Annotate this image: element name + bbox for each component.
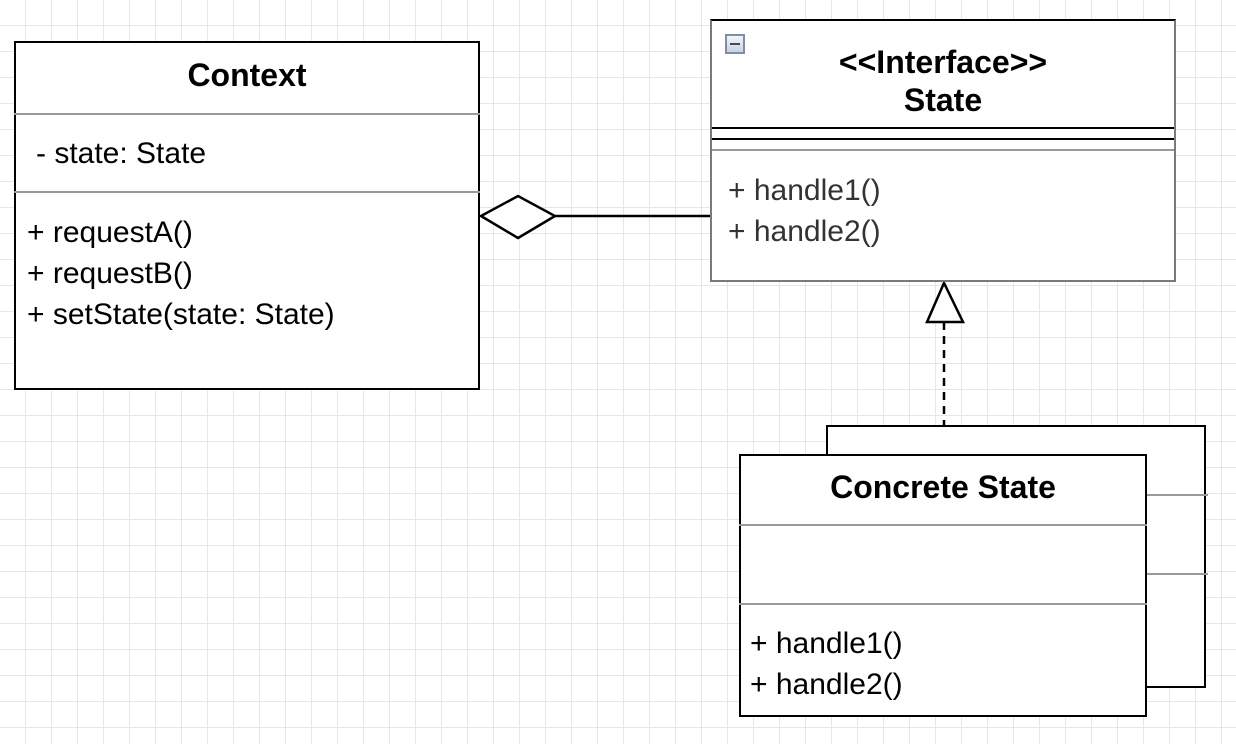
concrete-state-methods-divider (739, 603, 1147, 605)
concrete-state-attributes-divider (739, 524, 1147, 526)
concrete-state-back-divider-2 (1146, 573, 1208, 575)
context-method-requestb: + requestB() (27, 257, 193, 290)
context-class[interactable]: Context - state: State + requestA() + re… (14, 41, 480, 390)
state-interface-method-handle1: + handle1() (728, 174, 881, 207)
concrete-state-method-handle1: + handle1() (750, 627, 903, 660)
context-method-requesta: + requestA() (27, 216, 193, 249)
context-attributes-divider (14, 113, 480, 115)
context-methods-divider (14, 191, 480, 193)
state-interface-method-handle2: + handle2() (728, 215, 881, 248)
context-class-name: Context (187, 57, 307, 93)
state-interface-divider-bottom (712, 149, 1174, 151)
collapse-toggle-icon[interactable] (725, 34, 745, 54)
state-interface-divider-middle (712, 138, 1174, 140)
state-interface-stereotype: <<Interface>> (838, 44, 1048, 80)
concrete-state-method-handle2: + handle2() (750, 668, 903, 701)
aggregation-diamond[interactable] (478, 194, 558, 240)
context-attribute-state: - state: State (36, 137, 207, 170)
concrete-state-back-divider-1 (1146, 494, 1208, 496)
concrete-state-name: Concrete State (830, 469, 1056, 505)
state-interface-name: State (903, 82, 983, 118)
realization-arrowhead[interactable] (925, 280, 965, 324)
context-method-setstate: + setState(state: State) (27, 298, 335, 331)
state-interface-divider-top (712, 127, 1174, 129)
state-interface[interactable]: <<Interface>> State + handle1() + handle… (710, 19, 1176, 282)
concrete-state-class[interactable]: Concrete State + handle1() + handle2() (739, 454, 1147, 717)
